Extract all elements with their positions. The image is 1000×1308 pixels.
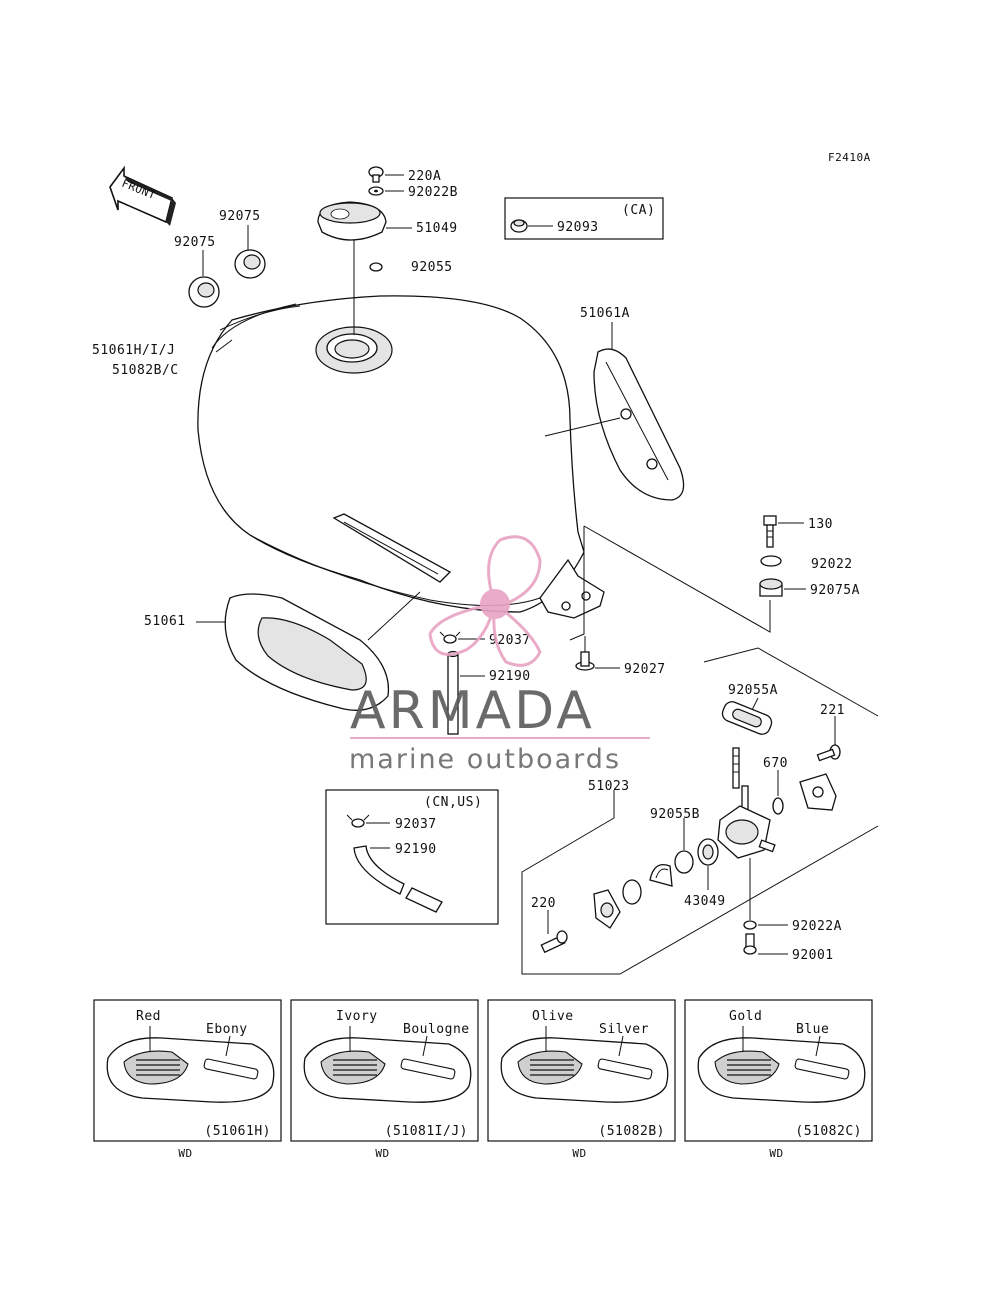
- variant-region: WD: [178, 1147, 192, 1160]
- label-92093: 92093: [557, 220, 599, 235]
- bolt-130: [763, 515, 777, 548]
- variant-region: WD: [769, 1147, 783, 1160]
- label-92022a: 92022A: [792, 919, 842, 934]
- bolt-92027: [575, 651, 595, 671]
- variant-region: WD: [572, 1147, 586, 1160]
- damper-92075-top: [234, 249, 266, 279]
- filter-43049: [697, 838, 719, 866]
- variant-color-a: Red: [136, 1009, 161, 1024]
- screw-221: [816, 744, 841, 762]
- emblem-slot: [794, 1058, 850, 1080]
- label-92055a: 92055A: [728, 683, 778, 698]
- label-92055b: 92055B: [650, 807, 700, 822]
- label-51061: 51061: [144, 614, 186, 629]
- o-ring-inner: [622, 879, 642, 905]
- o-ring-92055b: [674, 850, 694, 874]
- o-ring-92055: [369, 262, 383, 272]
- emblem-51061a: [593, 348, 685, 501]
- variant-color-b: Boulogne: [403, 1022, 470, 1037]
- label-92075-top: 92075: [219, 209, 261, 224]
- label-92022b: 92022B: [408, 185, 458, 200]
- o-ring-670: [772, 797, 784, 815]
- variant-color-b: Ebony: [206, 1022, 248, 1037]
- label-51082bc: 51082B/C: [112, 363, 179, 378]
- label-92190: 92190: [489, 669, 531, 684]
- fuel-tank: [197, 295, 605, 619]
- damper-92075-left: [188, 276, 220, 308]
- nut-92093: [510, 219, 528, 233]
- watermark-subtitle: marine outboards: [349, 744, 621, 775]
- front-arrow-icon: FRONT: [109, 165, 176, 226]
- cnus-variant-box: [325, 789, 499, 925]
- washer-92022: [760, 555, 782, 567]
- label-220: 220: [531, 896, 556, 911]
- label-92001: 92001: [792, 948, 834, 963]
- label-92022: 92022: [811, 557, 853, 572]
- cnus-label: (CN,US): [424, 795, 482, 810]
- variant-region: WD: [375, 1147, 389, 1160]
- variant-color-a: Olive: [532, 1009, 574, 1024]
- fuel-cock: [717, 747, 776, 859]
- variant-code: (51061H): [204, 1124, 271, 1139]
- cnus-label-92037: 92037: [395, 817, 437, 832]
- emblem-slot: [597, 1058, 653, 1080]
- cnus-clamp: [346, 814, 370, 828]
- label-221: 221: [820, 703, 845, 718]
- armada-watermark: ARMADA marine outboards: [349, 535, 650, 775]
- variant-code: (51081I/J): [385, 1124, 468, 1139]
- propeller-logo-icon: [428, 535, 542, 667]
- variant-color-b: Blue: [796, 1022, 829, 1037]
- label-51049: 51049: [416, 221, 458, 236]
- bolt-92001: [743, 933, 757, 955]
- variant-code: (51082B): [598, 1124, 665, 1139]
- cnus-hose: [353, 845, 443, 913]
- gasket-92055a: [721, 701, 773, 735]
- lever-cover: [799, 773, 837, 811]
- figure-code: F2410A: [828, 151, 871, 164]
- label-92027: 92027: [624, 662, 666, 677]
- variant-code: (51082C): [795, 1124, 862, 1139]
- washer-92022b: [368, 186, 384, 196]
- emblem-slot: [203, 1058, 259, 1080]
- label-220a: 220A: [408, 169, 441, 184]
- bolt-220: [540, 930, 568, 954]
- emblem-slot: [400, 1058, 456, 1080]
- variant-color-a: Ivory: [336, 1009, 378, 1024]
- emblem-51061: [224, 593, 390, 711]
- label-51023: 51023: [588, 779, 630, 794]
- damper-92075a: [759, 578, 783, 597]
- label-43049: 43049: [684, 894, 726, 909]
- fuel-cap-51049: [317, 201, 387, 241]
- variant-color-b: Silver: [599, 1022, 649, 1037]
- label-92075-left: 92075: [174, 235, 216, 250]
- label-670: 670: [763, 756, 788, 771]
- variant-color-a: Gold: [729, 1009, 762, 1024]
- strainer-cup: [649, 863, 673, 887]
- washer-92022a: [743, 920, 757, 930]
- label-92055: 92055: [411, 260, 453, 275]
- label-51061a: 51061A: [580, 306, 630, 321]
- clamp-92037: [439, 631, 461, 644]
- watermark-title: ARMADA: [350, 681, 595, 741]
- ca-variant-box: [504, 197, 664, 240]
- ca-label: (CA): [622, 203, 655, 218]
- label-51061hij: 51061H/I/J: [92, 343, 175, 358]
- gasket-plate: [593, 889, 621, 929]
- label-130: 130: [808, 517, 833, 532]
- label-92037: 92037: [489, 633, 531, 648]
- cnus-label-92190: 92190: [395, 842, 437, 857]
- screw-220a: [368, 166, 384, 183]
- label-92075a: 92075A: [810, 583, 860, 598]
